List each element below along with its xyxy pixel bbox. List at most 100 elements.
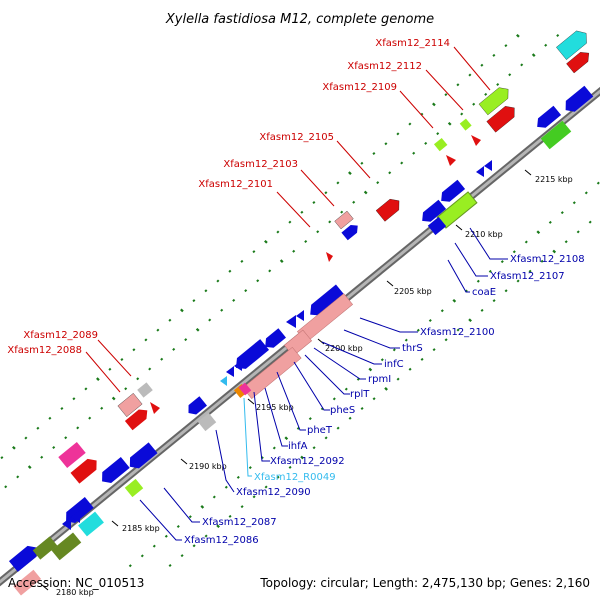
gc-dot — [252, 495, 256, 499]
label-xfasm12-2108[interactable]: Xfasm12_2108 — [510, 254, 585, 265]
label-xfasm12-2109[interactable]: Xfasm12_2109 — [322, 82, 397, 93]
gc-dot — [180, 554, 184, 558]
gene-r-2087b — [102, 456, 130, 484]
gene-r-2087 — [124, 478, 144, 498]
gc-dot — [548, 220, 552, 224]
gc-dot — [368, 367, 373, 372]
gc-dot — [240, 259, 244, 263]
gc-dot — [16, 475, 20, 479]
gene-r-2086c — [71, 510, 80, 523]
tick-label-2195: 2195 kbp — [256, 403, 294, 412]
tick-mark-2185 — [111, 520, 119, 527]
gc-dot — [304, 239, 308, 244]
accession-text: Accession: NC_010513 — [8, 576, 144, 590]
gc-dot — [284, 436, 289, 441]
gc-dot — [36, 426, 40, 430]
leader-2089 — [97, 339, 132, 377]
gc-dot — [300, 455, 304, 460]
gc-dot — [176, 524, 180, 529]
label-ihfa[interactable]: ihfA — [288, 441, 308, 452]
label-xfasm12-2107[interactable]: Xfasm12_2107 — [490, 271, 565, 282]
gc-dot — [4, 485, 8, 489]
label-coae[interactable]: coaE — [472, 287, 496, 298]
gc-dot — [24, 436, 28, 440]
gene-r-R0049 — [220, 376, 227, 386]
gc-dot — [192, 544, 196, 548]
label-thrs[interactable]: thrS — [402, 343, 423, 354]
label-xfasm12-2086[interactable]: Xfasm12_2086 — [184, 535, 259, 546]
gc-dot — [0, 456, 4, 460]
gc-dot — [444, 338, 448, 342]
gc-dot — [224, 485, 228, 489]
gc-dot — [188, 515, 192, 519]
gc-dot — [308, 417, 312, 421]
gc-dot — [124, 387, 128, 391]
gc-dot — [76, 426, 80, 430]
gc-dot — [380, 358, 384, 362]
gc-dot — [556, 33, 560, 38]
gene-2103 — [334, 210, 354, 230]
reverse-leaders — [139, 227, 508, 541]
label-xfasm12-2092[interactable]: Xfasm12_2092 — [270, 456, 345, 467]
gc-dot — [184, 338, 188, 342]
map-title: Xylella fastidiosa M12, complete genome — [165, 12, 434, 27]
gc-dot — [500, 260, 504, 264]
gc-dot — [216, 524, 220, 529]
gene-2110 — [459, 118, 472, 131]
leader-2107 — [454, 242, 488, 277]
label-xfasm12-2089[interactable]: Xfasm12_2089 — [23, 330, 98, 341]
label-xfasm12-2103[interactable]: Xfasm12_2103 — [223, 159, 298, 170]
gc-dot — [528, 269, 532, 273]
gc-dot — [279, 259, 284, 263]
gc-dot — [584, 191, 588, 195]
gc-dot — [564, 240, 568, 244]
label-infc[interactable]: infC — [384, 359, 404, 370]
gene-2102 — [341, 224, 358, 241]
gc-dot — [292, 249, 296, 253]
gc-dot — [204, 534, 208, 538]
kbp-ticks: 2180 kbp 2185 kbp 2190 kbp 2195 kbp 2200… — [41, 169, 573, 597]
gene-r-cyan — [78, 511, 104, 537]
gc-dot — [468, 318, 472, 323]
leader-2101 — [276, 191, 311, 228]
gc-dot — [384, 142, 388, 146]
gene-r-2090b — [197, 412, 217, 432]
gc-dot — [396, 377, 400, 381]
gc-dot — [156, 328, 160, 332]
label-xfasm12-2087[interactable]: Xfasm12_2087 — [202, 517, 277, 528]
gc-dot — [392, 348, 396, 352]
leader-rplT — [304, 354, 350, 395]
gc-dot — [384, 387, 388, 391]
label-rplt[interactable]: rplT — [350, 389, 370, 400]
label-phet[interactable]: pheT — [307, 425, 333, 436]
gene-r-2 — [537, 105, 562, 128]
gc-dot — [192, 299, 196, 303]
label-xfasm12-r0049[interactable]: Xfasm12_R0049 — [254, 472, 336, 483]
gc-dot — [372, 151, 376, 156]
gc-dot — [504, 44, 508, 48]
label-xfasm12-2105[interactable]: Xfasm12_2105 — [259, 132, 334, 143]
gene-2112 — [478, 87, 509, 116]
leader-2109 — [399, 90, 434, 129]
label-xfasm12-2100[interactable]: Xfasm12_2100 — [420, 327, 495, 338]
gc-dot — [120, 357, 124, 362]
gc-dot — [536, 230, 541, 235]
gc-dot — [200, 505, 205, 509]
label-xfasm12-2112[interactable]: Xfasm12_2112 — [347, 61, 422, 72]
gene-2088 — [117, 393, 143, 417]
leader-ihfA — [264, 387, 288, 447]
gene-r-rpmI — [296, 310, 304, 321]
gc-dot — [60, 406, 64, 411]
label-xfasm12-2088[interactable]: Xfasm12_2088 — [7, 345, 82, 356]
gc-dot — [504, 289, 508, 293]
leader-2087 — [163, 487, 200, 523]
gc-dot — [128, 564, 132, 568]
label-rpmi[interactable]: rpmI — [368, 374, 391, 385]
gc-dot — [484, 92, 488, 96]
label-xfasm12-2090[interactable]: Xfasm12_2090 — [236, 487, 311, 498]
label-xfasm12-2101[interactable]: Xfasm12_2101 — [198, 179, 273, 190]
gc-dot — [144, 338, 148, 342]
label-xfasm12-2114[interactable]: Xfasm12_2114 — [375, 38, 450, 49]
label-phes[interactable]: pheS — [330, 405, 355, 416]
